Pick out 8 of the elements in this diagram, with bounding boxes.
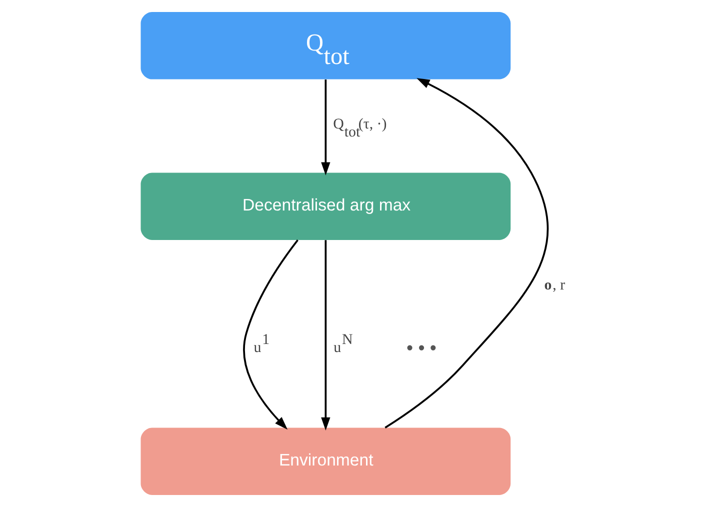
arrow [384,78,549,428]
label: • • • [406,336,436,358]
arrow [321,240,330,430]
node-box: Decentralised arg max [140,172,511,240]
node-box: Environment [140,428,511,495]
arrow [321,80,330,176]
arrow [243,239,298,430]
edge-label: o, r [544,277,566,294]
